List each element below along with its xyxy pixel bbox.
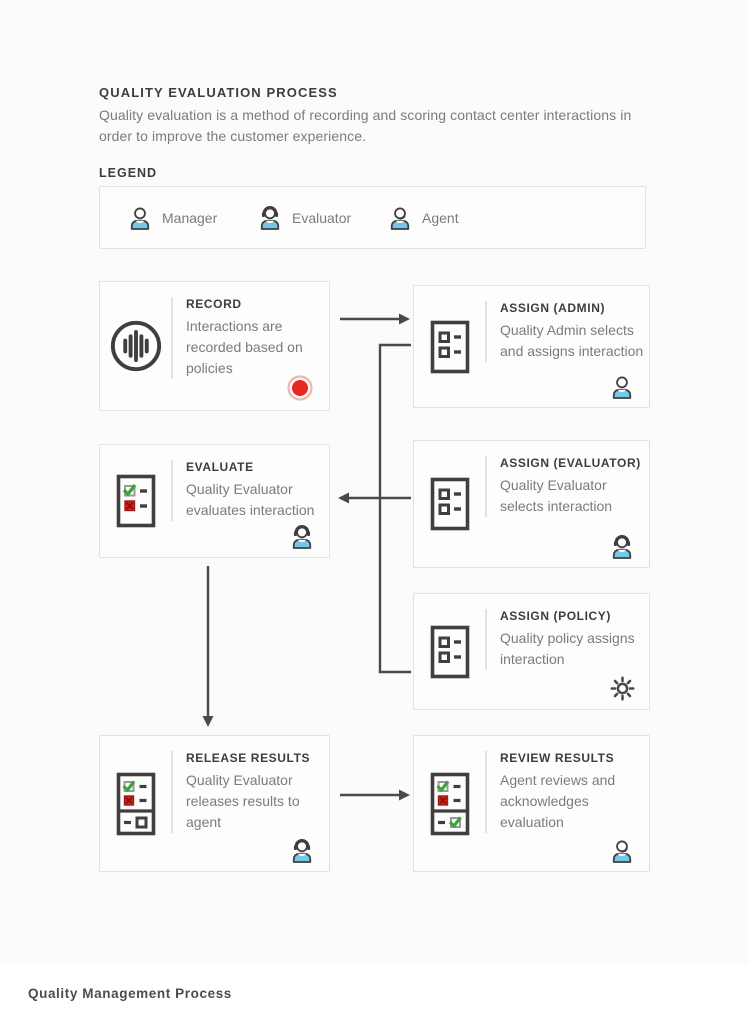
legend-item-evaluator: Evaluator [256, 204, 386, 231]
legend-item-manager: Manager [126, 204, 256, 231]
card-description: Quality Admin selects and assigns intera… [500, 322, 644, 359]
task-list-icon [414, 441, 485, 567]
page-title: QUALITY EVALUATION PROCESS [99, 85, 338, 100]
evaluator-icon [608, 533, 636, 560]
card-description: Interactions are recorded based on polic… [186, 318, 303, 376]
card-title: ASSIGN (EVALUATOR) [500, 456, 641, 470]
footer-bar: Quality Management Process [0, 965, 749, 1024]
evaluator-icon [256, 204, 284, 231]
card-description: Quality Evaluator evaluates interaction [186, 481, 315, 518]
footer-title: Quality Management Process [28, 986, 232, 1001]
legend-heading: LEGEND [99, 166, 158, 180]
manager-icon [126, 204, 154, 231]
card-record: RECORD Interactions are recorded based o… [99, 281, 330, 411]
card-description: Quality Evaluator releases results to ag… [186, 772, 300, 830]
card-release-results: RELEASE RESULTS Quality Evaluator releas… [99, 735, 330, 872]
audio-waveform-icon [100, 282, 171, 410]
card-title: ASSIGN (ADMIN) [500, 301, 606, 315]
legend-item-label: Evaluator [292, 209, 352, 226]
legend-box: Manager Evaluator Agent [99, 186, 646, 249]
card-review-results: REVIEW RESULTS Agent reviews and acknowl… [413, 735, 650, 872]
card-assign-policy: ASSIGN (POLICY) Quality policy assigns i… [413, 593, 650, 710]
legend-item-agent: Agent [386, 204, 516, 231]
card-title: ASSIGN (POLICY) [500, 609, 612, 623]
card-evaluate: EVALUATE Quality Evaluator evaluates int… [99, 444, 330, 558]
card-title: REVIEW RESULTS [500, 751, 615, 765]
agent-icon [386, 204, 414, 231]
evaluator-icon [288, 523, 316, 550]
record-dot-icon [284, 373, 316, 403]
card-description: Quality Evaluator selects interaction [500, 477, 613, 514]
task-list-icon [414, 594, 485, 709]
card-title: RELEASE RESULTS [186, 751, 311, 765]
legend-item-label: Agent [422, 209, 459, 226]
agent-icon [608, 837, 636, 864]
results-checklist-icon [100, 736, 171, 871]
page-description: Quality evaluation is a method of record… [99, 107, 632, 144]
card-assign-admin: ASSIGN (ADMIN) Quality Admin selects and… [413, 285, 650, 408]
card-description: Agent reviews and acknowledges evaluatio… [500, 772, 616, 830]
card-description: Quality policy assigns interaction [500, 630, 635, 667]
evaluator-icon [288, 837, 316, 864]
gear-icon [609, 675, 636, 702]
task-list-icon [414, 286, 485, 407]
results-acknowledged-icon [414, 736, 485, 871]
legend-item-label: Manager [162, 209, 218, 226]
manager-icon [608, 373, 636, 400]
card-title: EVALUATE [186, 460, 254, 474]
card-title: RECORD [186, 297, 242, 311]
card-assign-evaluator: ASSIGN (EVALUATOR) Quality Evaluator sel… [413, 440, 650, 568]
evaluation-checklist-icon [100, 445, 171, 557]
